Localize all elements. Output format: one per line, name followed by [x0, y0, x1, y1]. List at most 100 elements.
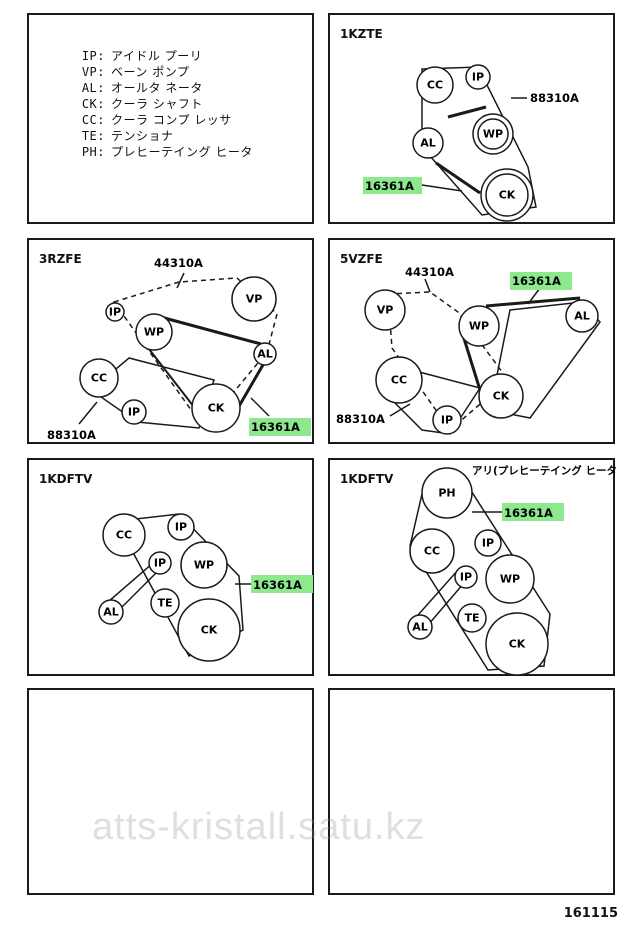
pulley-wp: [135, 313, 173, 351]
part-number: 88310A: [530, 91, 579, 105]
engine-title: 3RZFE: [39, 252, 82, 266]
pulley-wp: [180, 541, 228, 589]
part-highlight: [249, 418, 311, 436]
legend-code: IP:: [81, 49, 105, 63]
pulley-label: CC: [424, 545, 440, 558]
engine-panel-1kdftv: CC IP IP WP AL TE CK 16361A 1KDFTV: [27, 458, 314, 676]
engine-title: 1KZTE: [340, 27, 383, 41]
belt-diagram: CC IP WP AL CK 88310A 16361A: [363, 64, 579, 222]
legend-code: TE:: [81, 129, 105, 143]
part-number: 16361A: [504, 506, 553, 520]
belt-line: [447, 105, 487, 119]
pulley-cc: [416, 66, 454, 104]
legend-code: CC:: [81, 113, 105, 127]
pulley-ip: [432, 405, 462, 435]
pulley-label: AL: [420, 137, 436, 150]
diagram-number: 161115: [563, 906, 618, 921]
leader-line: [176, 272, 185, 289]
watermark: atts-kristall.satu.kz: [92, 806, 426, 848]
pulley-label: CC: [391, 374, 407, 387]
engine-panel-1kzte: CC IP WP AL CK 88310A 16361A 1KZTE: [328, 13, 615, 224]
leader-line: [389, 403, 411, 417]
pulley-ip: [121, 399, 147, 425]
pulley-label: IP: [472, 71, 484, 84]
part-number: 16361A: [253, 578, 302, 592]
pulley-wp: [472, 113, 514, 155]
leader-line: [424, 278, 431, 293]
legend-desc: プレヒーテイング ヒータ: [111, 145, 253, 159]
note-label: アリ(プレヒーテイング ヒータ): [472, 464, 617, 477]
pulley-label: CK: [509, 638, 526, 651]
pulley-ip: [474, 529, 502, 557]
part-number: 88310A: [47, 428, 96, 442]
pulley-al: [253, 342, 277, 366]
pulley-cc: [102, 513, 146, 557]
pulley-vp: [231, 276, 277, 322]
pulley-label: IP: [128, 406, 140, 419]
legend-desc: クーラ シャフト: [111, 97, 203, 111]
part-number: 16361A: [251, 420, 300, 434]
legend-desc: クーラ コンプ レッサ: [111, 113, 232, 127]
pulley-cc: [79, 358, 119, 398]
pulley-label: WP: [144, 326, 164, 339]
engine-title: 1KDFTV: [340, 472, 394, 486]
part-number: 88310A: [336, 412, 385, 426]
pulley-label: AL: [412, 621, 428, 634]
pulley-ck: [177, 598, 241, 662]
legend-row: VP:ベーン ポンプ: [69, 63, 189, 80]
pulley-label: WP: [194, 559, 214, 572]
legend-desc: オールタ ネータ: [111, 81, 203, 95]
legend-panel: IP:アイドル プーリ VP:ベーン ポンプ AL:オールタ ネータ CK:クー…: [27, 13, 314, 224]
pulley-label: PH: [438, 487, 455, 500]
pulley-label: CK: [208, 402, 225, 415]
legend-row: PH:プレヒーテイング ヒータ: [69, 143, 253, 160]
pulley-label: CK: [201, 624, 218, 637]
pulley-label: VP: [246, 293, 263, 306]
pulley-ip: [148, 551, 172, 575]
pulley-label: CC: [116, 529, 132, 542]
pulley-label: AL: [103, 606, 119, 619]
pulley-cc: [375, 356, 423, 404]
pulley-al: [407, 614, 433, 640]
pulley-ph: [421, 467, 473, 519]
pulley-ip: [167, 513, 195, 541]
part-number: 44310A: [405, 265, 454, 279]
pulley-label: WP: [469, 320, 489, 333]
pulley-label: AL: [574, 310, 590, 323]
legend-desc: テンショナ: [111, 129, 174, 143]
part-number: 16361A: [365, 179, 414, 193]
pulley-ck: [478, 373, 524, 419]
pulley-label: VP: [377, 304, 394, 317]
pulley-label: CC: [427, 79, 443, 92]
pulley-label: IP: [154, 557, 166, 570]
pulley-label: IP: [109, 306, 121, 319]
legend-row: CK: クーラ シャフト: [69, 95, 203, 112]
engine-panel-1kdftv-ph: PH CC IP IP WP AL TE CK 16361A アリ(プレヒーテイ…: [328, 458, 617, 676]
belt-diagram: VP IP WP AL CC IP CK 44310A 16361A 88310…: [47, 256, 311, 442]
belt-line-dashed: [387, 291, 510, 432]
belt-line: [156, 314, 262, 346]
part-highlight: [251, 575, 313, 593]
part-highlight: [510, 272, 572, 290]
pulley-label: IP: [441, 414, 453, 427]
engine-panel-3rzfe: VP IP WP AL CC IP CK 44310A 16361A 88310…: [27, 238, 314, 444]
pulley-ip: [465, 64, 491, 90]
belt-diagram: VP WP AL CC CK IP 44310A 16361A 88310A: [336, 265, 601, 435]
part-highlight: [502, 503, 564, 521]
belt-line: [460, 331, 482, 391]
pulley-label: WP: [483, 128, 503, 141]
pulley-wp-inner: [477, 118, 509, 150]
leader-line: [78, 401, 98, 425]
pulley-label: WP: [500, 573, 520, 586]
empty-panel: [27, 688, 314, 895]
pulley-label: AL: [257, 348, 273, 361]
pulley-ip: [105, 302, 125, 322]
leader-line: [250, 397, 270, 417]
part-number: 16361A: [512, 274, 561, 288]
legend-desc: アイドル プーリ: [111, 49, 203, 63]
legend-code: CK:: [81, 97, 105, 111]
pulley-label: CK: [499, 189, 516, 202]
pulley-ck: [191, 383, 241, 433]
pulley-al: [98, 599, 124, 625]
pulley-ck: [480, 168, 534, 222]
